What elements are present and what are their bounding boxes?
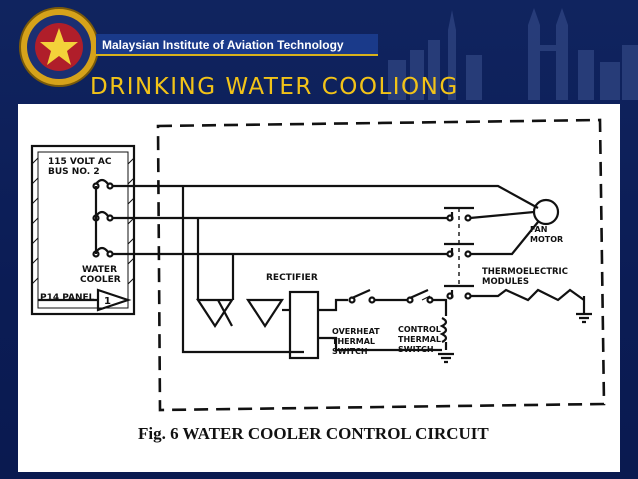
diagram-panel: 115 VOLT AC BUS NO. 2 WATER COOLER P14 P… [18, 104, 620, 472]
panel-number: 1 [104, 296, 111, 307]
rectifier-label: RECTIFIER [266, 273, 318, 283]
institute-name-band: Malaysian Institute of Aviation Technolo… [96, 34, 378, 56]
fan-label: FAN [530, 225, 547, 234]
figure-caption: Fig. 6 WATER COOLER CONTROL CIRCUIT [138, 424, 489, 443]
motor-label: MOTOR [530, 235, 563, 244]
panel-label: P14 PANEL [40, 293, 95, 303]
institute-crest-logo [19, 7, 99, 87]
control-label-3: SWITCH [398, 345, 434, 354]
water-cooler-circuit-diagram: 115 VOLT AC BUS NO. 2 WATER COOLER P14 P… [30, 118, 606, 412]
cooler-label: COOLER [80, 275, 121, 285]
overheat-label-1: OVERHEAT [332, 327, 380, 336]
bus-label-line-2: BUS NO. 2 [48, 167, 100, 177]
overheat-label-3: SWITCH [332, 347, 368, 356]
water-label: WATER [82, 265, 117, 275]
bus-label-line-1: 115 VOLT AC [48, 157, 112, 167]
kl-skyline-image [388, 8, 638, 100]
control-label-1: CONTROL [398, 325, 441, 334]
overheat-label-2: THERMAL [332, 337, 375, 346]
control-label-2: THERMAL [398, 335, 441, 344]
modules-label: MODULES [482, 277, 529, 287]
thermoelectric-label: THERMOELECTRIC [482, 267, 568, 277]
slide-title: DRINKING WATER COOLIONG [90, 74, 459, 100]
